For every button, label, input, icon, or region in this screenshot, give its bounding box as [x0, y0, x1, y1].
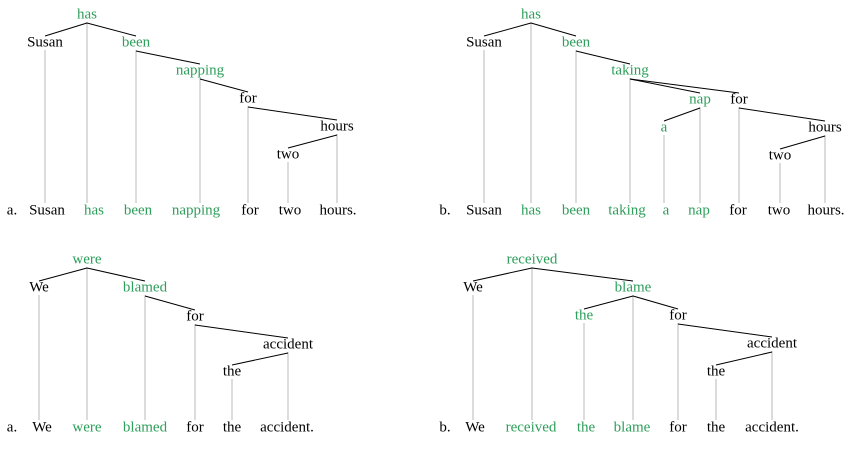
tree-node: for: [239, 90, 257, 107]
tree-node: has: [521, 6, 541, 23]
tree-node: We: [29, 279, 49, 296]
sentence-word: accident.: [260, 419, 314, 436]
example-label: b.: [439, 202, 451, 219]
sentence-word: Susan: [29, 202, 65, 219]
dependency-branch: [779, 135, 826, 150]
sentence-word: taking: [608, 202, 646, 219]
sentence-word: nap: [688, 202, 710, 219]
sentence-word: the: [222, 419, 242, 436]
tree-node: been: [561, 34, 591, 51]
tree-node: the: [574, 307, 594, 324]
tree-node: been: [121, 34, 151, 51]
tree-node: for: [186, 308, 204, 325]
dependency-branch: [715, 351, 773, 366]
dependency-branch: [86, 267, 146, 282]
sentence-word: accident.: [745, 419, 799, 436]
tree-node: hours: [320, 118, 354, 135]
tree-node: has: [77, 6, 97, 23]
sentence-word: the: [576, 419, 596, 436]
dependency-branch: [530, 22, 577, 37]
sentence-word: has: [521, 202, 541, 219]
tree-node: We: [463, 279, 483, 296]
sentence-word: for: [729, 202, 747, 219]
dependency-branch: [231, 352, 289, 366]
sentence-word: We: [32, 419, 52, 436]
sentence-word: for: [241, 202, 259, 219]
sentence-word: blame: [613, 419, 651, 436]
tree-node: two: [276, 146, 300, 163]
tree-node: for: [669, 307, 687, 324]
sentence-word: two: [767, 202, 791, 219]
sentence-word: received: [505, 419, 557, 436]
sentence-word: were: [72, 419, 102, 436]
tree-node: blame: [614, 279, 652, 296]
tree-node: taking: [611, 62, 649, 79]
tree-node: accident: [747, 335, 797, 352]
sentence-word: Susan: [466, 202, 502, 219]
projection-lines-tree-2b: [472, 267, 773, 420]
dependency-branch: [632, 295, 679, 310]
tree-node: a: [660, 119, 668, 136]
dependency-branch: [194, 324, 289, 339]
sentence-word: two: [278, 202, 302, 219]
tree-node: accident: [263, 336, 313, 353]
sentence-word: the: [706, 419, 726, 436]
example-label: a.: [6, 419, 18, 436]
branch-lines-tree-2a: [38, 267, 289, 366]
sentence-word: hours.: [319, 202, 357, 219]
branch-lines-tree-1b: [483, 22, 826, 150]
tree-node: for: [730, 91, 748, 108]
sentence-word: We: [465, 419, 485, 436]
example-label: b.: [439, 419, 451, 436]
branch-lines-tree-1a: [44, 22, 338, 149]
sentence-word: has: [84, 202, 104, 219]
tree-node: Susan: [466, 34, 502, 51]
dependency-branch: [287, 134, 338, 149]
dependency-branch: [247, 106, 338, 121]
dependency-branch: [677, 323, 773, 338]
sentence-word: for: [186, 419, 204, 436]
sentence-word: hours.: [807, 202, 845, 219]
tree-node: napping: [175, 62, 225, 79]
dependency-branch: [44, 22, 88, 37]
dependency-branch: [531, 267, 634, 282]
projection-lines-tree-1a: [44, 22, 338, 203]
sentence-word: been: [123, 202, 153, 219]
dependency-branch: [629, 78, 701, 94]
dependency-branch: [199, 78, 249, 93]
tree-node: were: [72, 251, 102, 268]
tree-node: received: [506, 251, 558, 268]
dependency-branch: [472, 267, 533, 282]
example-label: a.: [6, 202, 18, 219]
dependency-branch: [483, 22, 532, 37]
dependency-branch: [738, 107, 826, 122]
tree-node: blamed: [122, 279, 168, 296]
projection-lines-tree-2a: [38, 267, 289, 420]
projection-lines-tree-1b: [483, 22, 826, 203]
tree-node: the: [706, 363, 726, 380]
dependency-branch: [663, 107, 701, 122]
tree-node: nap: [689, 91, 711, 108]
tree-node: hours: [808, 119, 842, 136]
branch-lines-tree-2b: [472, 267, 773, 366]
sentence-word: for: [669, 419, 687, 436]
sentence-word: a: [662, 202, 670, 219]
tree-node: Susan: [27, 34, 63, 51]
sentence-word: blamed: [122, 419, 168, 436]
sentence-word: napping: [171, 202, 221, 219]
dependency-branch: [86, 22, 137, 37]
sentence-word: been: [561, 202, 591, 219]
dependency-branch: [629, 78, 740, 94]
tree-node: the: [222, 363, 242, 380]
dependency-branch: [144, 295, 196, 311]
dependency-branch: [135, 50, 201, 65]
dependency-branch: [38, 267, 88, 282]
dependency-branch: [583, 295, 634, 310]
dependency-branch: [575, 50, 631, 65]
tree-node: two: [768, 147, 792, 164]
